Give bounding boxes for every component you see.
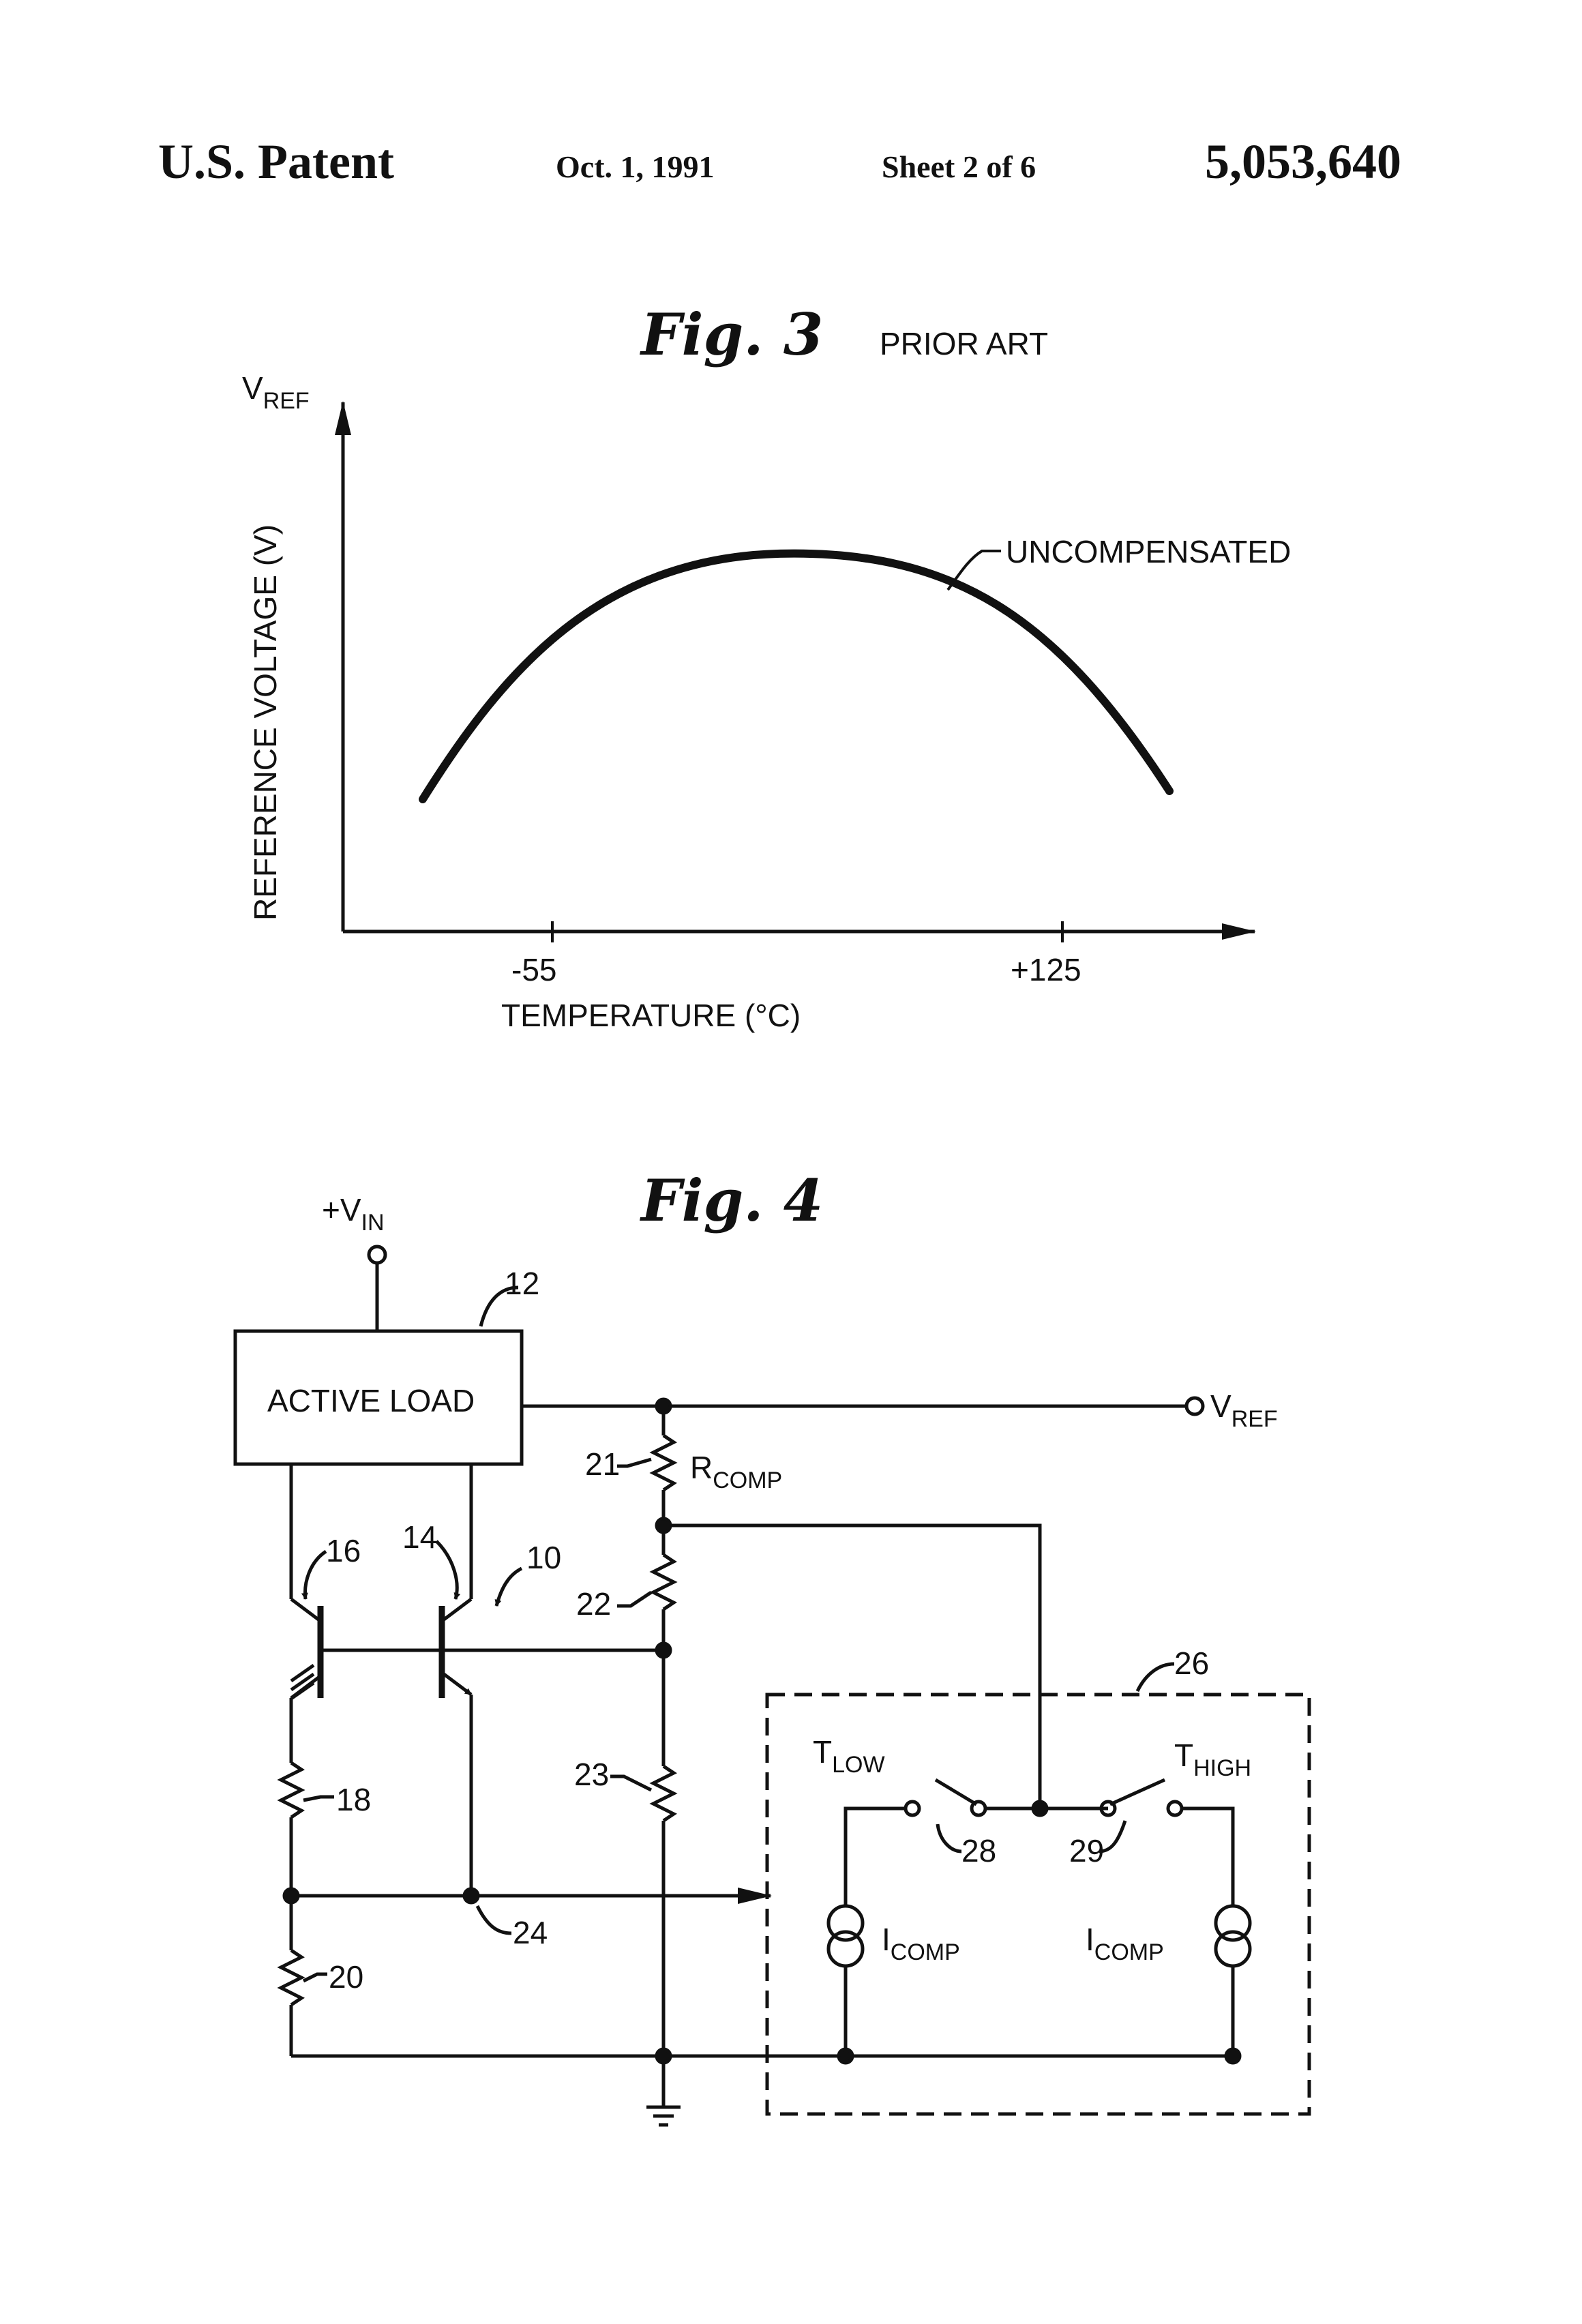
isrc-left-circle-bot — [829, 1932, 863, 1966]
ref-23: 23 — [574, 1757, 609, 1792]
fig4: Fig. 4 +VIN ACTIVE LOAD 12 VREF RCOMP 21 — [235, 1167, 1309, 2125]
leader-20 — [303, 1974, 327, 1981]
leader-14 — [436, 1541, 457, 1599]
resistor-21 — [653, 1435, 674, 1490]
node-isrc-right — [1226, 2049, 1240, 2063]
leader-24 — [477, 1906, 511, 1933]
icomp-right-label: ICOMP — [1086, 1922, 1164, 1965]
ref-29: 29 — [1069, 1833, 1104, 1868]
leader-16 — [305, 1551, 326, 1599]
tlow-label: TLOW — [813, 1734, 885, 1778]
resistor-20 — [281, 1950, 301, 2005]
ref-26: 26 — [1174, 1645, 1209, 1681]
ref-24: 24 — [513, 1915, 548, 1950]
ref-20: 20 — [329, 1959, 363, 1995]
x-tick-label-pos125: +125 — [1011, 952, 1081, 987]
vref-terminal — [1186, 1398, 1203, 1414]
uncompensated-curve — [423, 554, 1169, 799]
vin-label: +VIN — [322, 1192, 385, 1236]
fig4-title: Fig. 4 — [640, 1167, 823, 1234]
x-axis-label: TEMPERATURE (°C) — [501, 998, 801, 1033]
x-tick-label-neg55: -55 — [511, 952, 556, 987]
ref-12: 12 — [505, 1266, 539, 1301]
active-load-label: ACTIVE LOAD — [267, 1383, 475, 1418]
ref-28: 28 — [961, 1833, 996, 1868]
leader-18 — [303, 1797, 334, 1800]
ref-22: 22 — [576, 1586, 611, 1622]
q16-collector-lead — [291, 1599, 318, 1620]
rcomp-label: RCOMP — [690, 1450, 782, 1493]
switch-28-contact — [906, 1802, 919, 1815]
isrc-left-top-wire — [846, 1808, 906, 1906]
isrc-right-circle-bot — [1216, 1932, 1250, 1966]
fig3-caption: PRIOR ART — [880, 326, 1048, 361]
leader-10 — [496, 1568, 522, 1606]
q16-emitter-line-1 — [291, 1665, 314, 1681]
ref-10: 10 — [526, 1540, 561, 1575]
ref-14: 14 — [402, 1519, 437, 1555]
vref-label: VREF — [1210, 1388, 1278, 1432]
ref-21: 21 — [585, 1446, 620, 1482]
resistor-22 — [653, 1555, 674, 1609]
fig3-title: Fig. 3 — [640, 301, 823, 368]
ref-16: 16 — [326, 1533, 361, 1568]
q14-emitter-lead — [444, 1674, 471, 1695]
leader-22 — [617, 1592, 651, 1606]
y-axis-label: REFERENCE VOLTAGE (V) — [248, 524, 283, 921]
thigh-label: THIGH — [1174, 1738, 1251, 1781]
q16-emitter-line-3 — [291, 1683, 314, 1699]
vin-terminal — [369, 1247, 385, 1263]
resistor-18 — [281, 1763, 301, 1817]
ref-18: 18 — [336, 1782, 371, 1817]
y-axis-symbol: VREF — [242, 370, 310, 414]
leader-21 — [617, 1459, 651, 1466]
isrc-right-top-wire — [1182, 1808, 1233, 1906]
leader-23 — [610, 1776, 651, 1790]
switch-29-contact — [1168, 1802, 1182, 1815]
resistor-23 — [653, 1766, 674, 1821]
icomp-left-label: ICOMP — [882, 1922, 960, 1965]
switch-28-blade — [936, 1780, 976, 1804]
node-isrc-left — [839, 2049, 852, 2063]
fig3: Fig. 3 PRIOR ART VREF -55 +125 TEMPERATU… — [242, 301, 1291, 1033]
switch-29-blade — [1110, 1780, 1165, 1804]
q14-collector-lead — [444, 1599, 471, 1620]
curve-label: UNCOMPENSATED — [1006, 534, 1291, 569]
leader-28 — [938, 1824, 961, 1851]
leader-26 — [1137, 1664, 1174, 1691]
